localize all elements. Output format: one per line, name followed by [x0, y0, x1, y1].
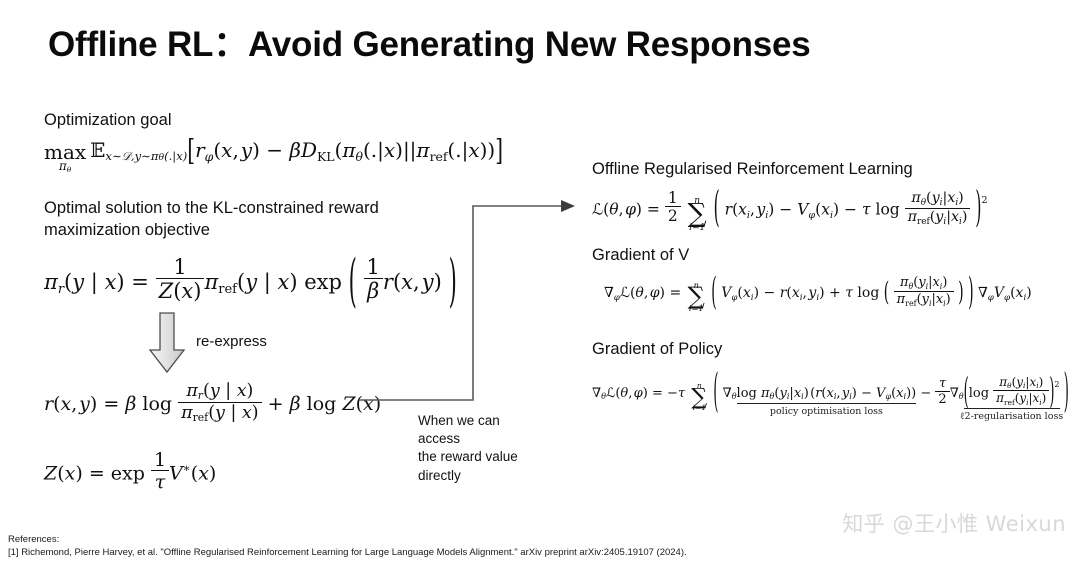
page-title: Offline RL：Avoid Generating New Response…: [48, 25, 811, 64]
watermark: 知乎 @王小惟 Weixun: [842, 512, 1066, 536]
references-label: References:: [8, 534, 60, 545]
reference-item-1: [1] Richemond, Pierre Harvey, et al. "Of…: [8, 547, 687, 559]
re-express-arrow-icon: [148, 312, 188, 379]
gradient-v-formula: ∇φℒ(θ, φ) = n∑i=1 ( Vφ(xi) − r(xi, yi) +…: [604, 271, 1032, 315]
gradient-policy-heading: Gradient of Policy: [592, 340, 723, 358]
gradient-policy-formula: ∇θℒ(θ, φ) = −τ n∑i=1 ( ∇θlog πθ(yi|xi) (…: [592, 367, 1069, 423]
optimization-goal-heading: Optimization goal: [44, 111, 172, 129]
connector-arrow-icon: [355, 196, 585, 416]
underbrace-policy-label: policy optimisation loss: [769, 406, 883, 418]
underbrace-policy-optimisation: log πθ(yi|xi) (r(xi, yi) − Vφ(xi))policy…: [736, 385, 917, 418]
orl-heading: Offline Regularised Reinforcement Learni…: [592, 160, 913, 178]
references-block: References: [1] Richemond, Pierre Harvey,…: [8, 533, 687, 560]
re-express-label: re-express: [196, 333, 267, 350]
underbrace-l2-label: ℓ2-regularisation loss: [959, 411, 1064, 423]
reward-reexpressed-formula: r(x, y) = β log πr(y | x)πref(y | x) + β…: [44, 381, 382, 425]
connector-note: When we can access the reward value dire…: [418, 413, 518, 483]
optimal-solution-heading: Optimal solution to the KL-constrained r…: [44, 199, 379, 239]
gradient-v-heading: Gradient of V: [592, 246, 690, 264]
